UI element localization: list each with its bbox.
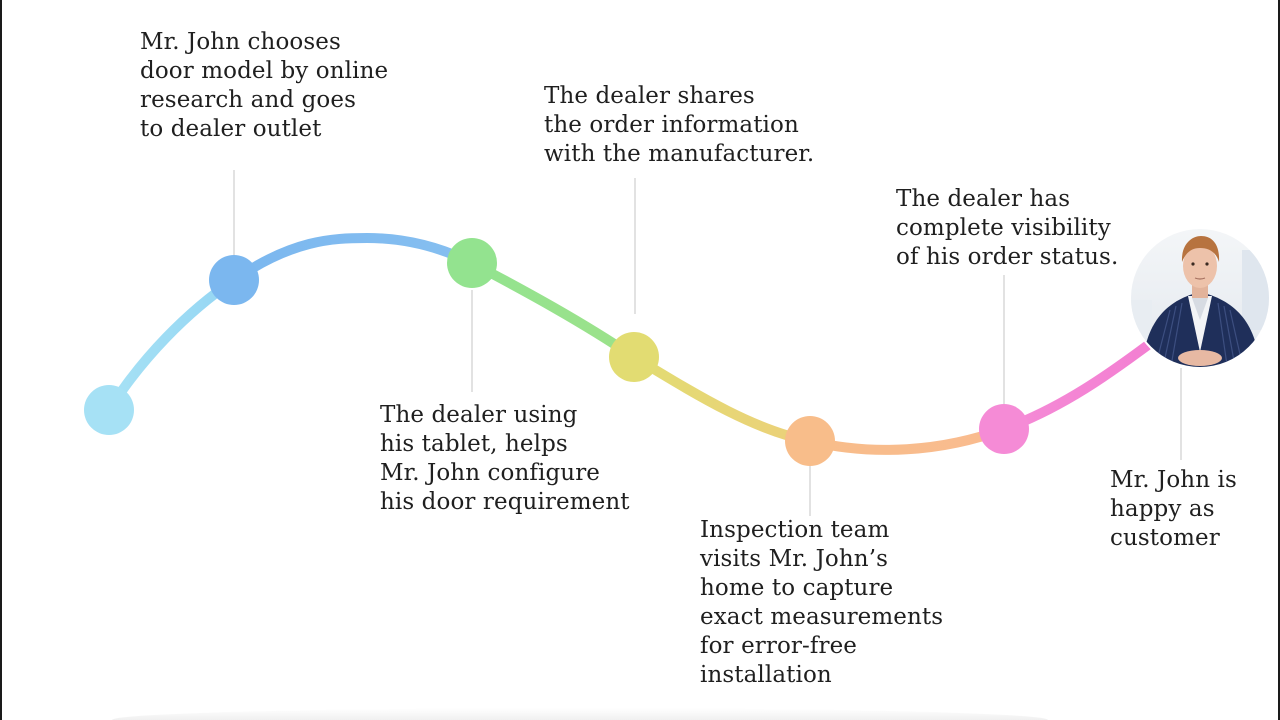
caption-line: happy as — [1110, 496, 1215, 522]
caption-line: of his order status. — [896, 244, 1119, 270]
curve-segment-4 — [629, 352, 815, 446]
caption-line: Mr. John configure — [380, 460, 600, 486]
caption-line: Inspection team — [700, 517, 890, 543]
step-nodes — [84, 238, 1029, 466]
step-1-caption: Mr. John chooses door model by online re… — [140, 28, 388, 144]
step-2-caption: The dealer using his tablet, helps Mr. J… — [380, 401, 630, 517]
step-node-2 — [447, 238, 497, 288]
step-3-caption: The dealer shares the order information … — [544, 82, 814, 169]
step-4-caption: Inspection team visits Mr. John’s home t… — [700, 516, 943, 690]
step-5-caption: The dealer has complete visibility of hi… — [896, 185, 1118, 272]
caption-line: The dealer has — [896, 186, 1071, 212]
step-node-3 — [609, 332, 659, 382]
caption-line: visits Mr. John’s — [700, 546, 889, 572]
caption-line: The dealer shares — [544, 83, 755, 109]
step-6-caption: Mr. John is happy as customer — [1110, 466, 1237, 553]
caption-line: for error-free — [700, 633, 858, 659]
caption-line: Mr. John chooses — [140, 29, 341, 55]
caption-line: door model by online — [140, 58, 389, 84]
caption-line: research and goes — [140, 87, 356, 113]
caption-line: exact measurements — [700, 604, 944, 630]
caption-line: customer — [1110, 525, 1220, 551]
caption-line: to dealer outlet — [140, 116, 322, 142]
caption-line: the order information — [544, 112, 799, 138]
curve-segment-1 — [104, 275, 239, 415]
caption-line: with the manufacturer. — [544, 141, 815, 167]
caption-line: The dealer using — [380, 402, 578, 428]
curve-segment-2 — [229, 232, 477, 285]
curve-segment-6 — [999, 337, 1157, 434]
caption-line: complete visibility — [896, 215, 1111, 241]
caption-line: home to capture — [700, 575, 894, 601]
step-node-start — [84, 385, 134, 435]
caption-line: his door requirement — [380, 489, 630, 515]
curve-segment-5 — [805, 424, 1009, 455]
connector-lines — [233, 170, 1182, 516]
customer-portrait-icon — [1129, 227, 1271, 369]
curve-segment-3 — [467, 258, 639, 362]
step-node-1 — [209, 255, 259, 305]
caption-line: his tablet, helps — [380, 431, 568, 457]
step-node-5 — [979, 404, 1029, 454]
caption-line: installation — [700, 662, 832, 688]
caption-line: Mr. John is — [1110, 467, 1237, 493]
bottom-shadow — [112, 708, 1048, 720]
step-node-4 — [785, 416, 835, 466]
